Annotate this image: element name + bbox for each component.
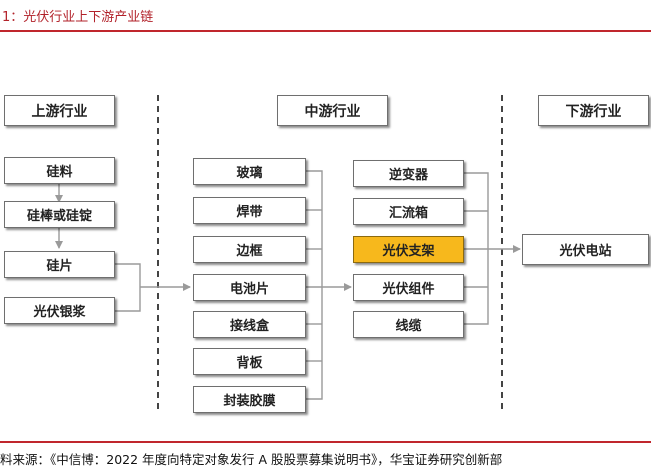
bracket-upstream (115, 263, 141, 312)
bottom-divider (0, 441, 651, 443)
node-glass: 玻璃 (193, 158, 306, 185)
node-ingot: 硅棒或硅锭 (4, 201, 115, 228)
node-pv-mount-highlighted: 光伏支架 (353, 236, 464, 263)
bracket-materials (306, 170, 323, 400)
node-inverter: 逆变器 (353, 160, 464, 187)
node-silver-paste: 光伏银浆 (4, 297, 115, 324)
node-junction-box: 接线盒 (193, 311, 306, 338)
header-downstream: 下游行业 (538, 95, 649, 126)
header-midstream: 中游行业 (277, 95, 388, 126)
node-ribbon: 焊带 (193, 197, 306, 224)
node-backsheet: 背板 (193, 348, 306, 375)
node-cable: 线缆 (353, 311, 464, 338)
top-divider (0, 30, 651, 32)
node-frame: 边框 (193, 236, 306, 263)
figure-title: 1：光伏行业上下游产业链 (2, 10, 154, 25)
node-pv-module: 光伏组件 (353, 274, 464, 301)
node-wafer: 硅片 (4, 251, 115, 278)
node-silicon: 硅料 (4, 157, 115, 184)
source-note: 料来源：《中信博：2022 年度向特定对象发行 A 股股票募集说明书》，华宝证券… (0, 452, 503, 467)
node-cell: 电池片 (193, 274, 306, 301)
node-combiner-box: 汇流箱 (353, 198, 464, 225)
node-encapsulant: 封装胶膜 (193, 386, 306, 413)
header-upstream: 上游行业 (4, 95, 115, 126)
node-power-station: 光伏电站 (522, 234, 649, 265)
